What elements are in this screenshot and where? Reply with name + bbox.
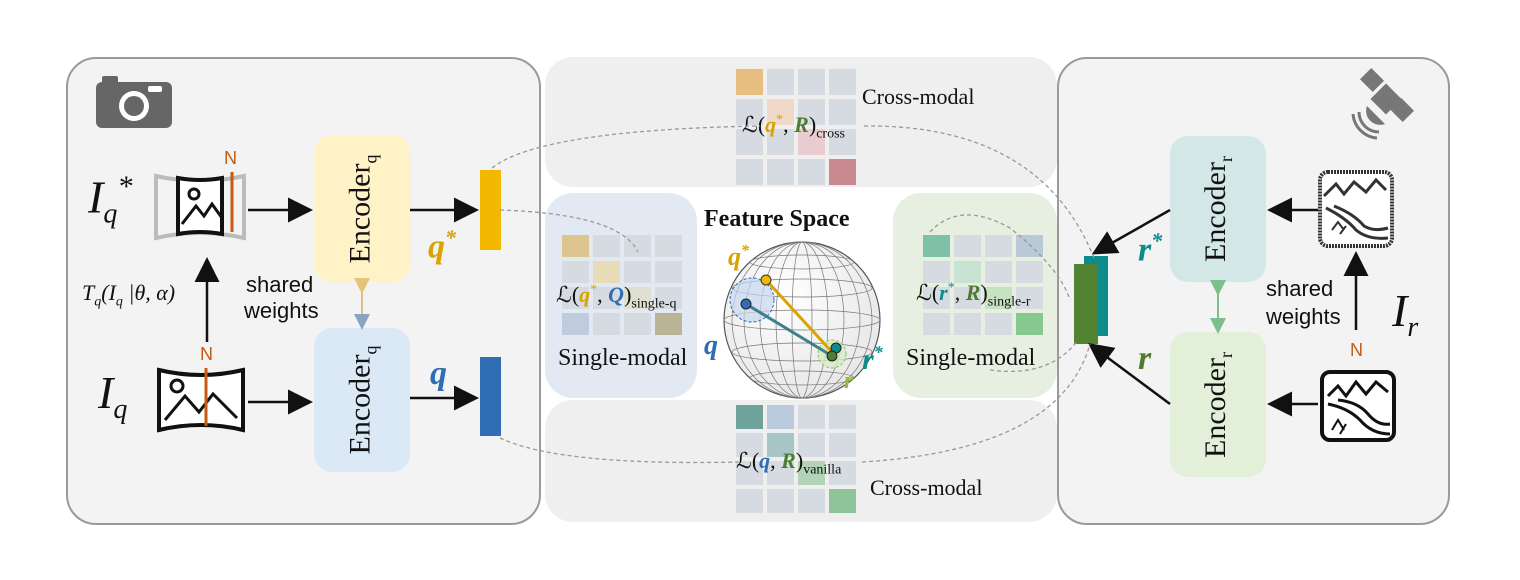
feature-q-bar [480, 357, 501, 436]
feature-space-title: Feature Space [704, 206, 850, 232]
ref-label: Ir [1392, 285, 1419, 344]
feature-q-star-bar [480, 170, 501, 250]
feat-q-label: q [430, 355, 447, 392]
panorama-aug-icon [154, 172, 246, 241]
aerial-map-sketch-icon [1318, 170, 1394, 248]
feature-r-bar [1074, 264, 1098, 344]
north-label-right: N [1350, 340, 1363, 360]
single-r-label: Single-modal [906, 345, 1036, 371]
encoder-r-bottom: Encoderr [1170, 332, 1266, 477]
cross-top-grid [736, 69, 856, 185]
north-label-bottom: N [200, 344, 213, 364]
sphere-r-star: r* [862, 342, 883, 376]
single-r-grid [923, 235, 1043, 335]
query-panel [66, 57, 541, 525]
cross-bottom-label: Cross-modal [870, 475, 983, 500]
feat-q-star-label: q* [428, 225, 456, 266]
cross-top-label: Cross-modal [862, 84, 975, 109]
feat-r-label: r [1138, 340, 1152, 377]
north-label-top: N [224, 148, 237, 168]
query-label: Iq [98, 367, 128, 426]
sphere-q-star: q* [728, 242, 749, 271]
panorama-icon [157, 367, 245, 433]
single-r-loss: ℒ(r*, R)single-r [916, 280, 1031, 310]
encoder-q-bottom: Encoderq [314, 328, 410, 472]
transform-label: Tq(Iq |θ, α) [82, 280, 176, 310]
feat-r-star-label: r* [1138, 228, 1163, 269]
encoder-q-top: Encoderq [314, 135, 410, 282]
single-q-loss: ℒ(q*, Q)single-q [556, 282, 677, 312]
single-q-grid [562, 235, 682, 335]
camera-icon [96, 76, 172, 128]
sphere-icon [723, 241, 881, 399]
cross-bottom-grid [736, 405, 856, 513]
aerial-map-icon [1320, 370, 1396, 442]
shared-weights-left-1: shared [246, 272, 314, 297]
sphere-r: r [844, 368, 854, 394]
shared-weights-right-2: weights [1266, 304, 1341, 329]
query-aug-label: Iq* [88, 170, 133, 230]
shared-weights-right-1: shared [1266, 276, 1334, 301]
satellite-icon [1351, 67, 1415, 140]
encoder-r-top: Encoderr [1170, 136, 1266, 282]
cross-top-loss: ℒ(q*, R)cross [742, 112, 845, 142]
single-q-label: Single-modal [558, 345, 688, 371]
sphere-q: q [704, 330, 718, 361]
shared-weights-left-2: weights [244, 298, 319, 323]
cross-bottom-loss: ℒ(q, R)vanilla [736, 448, 842, 478]
